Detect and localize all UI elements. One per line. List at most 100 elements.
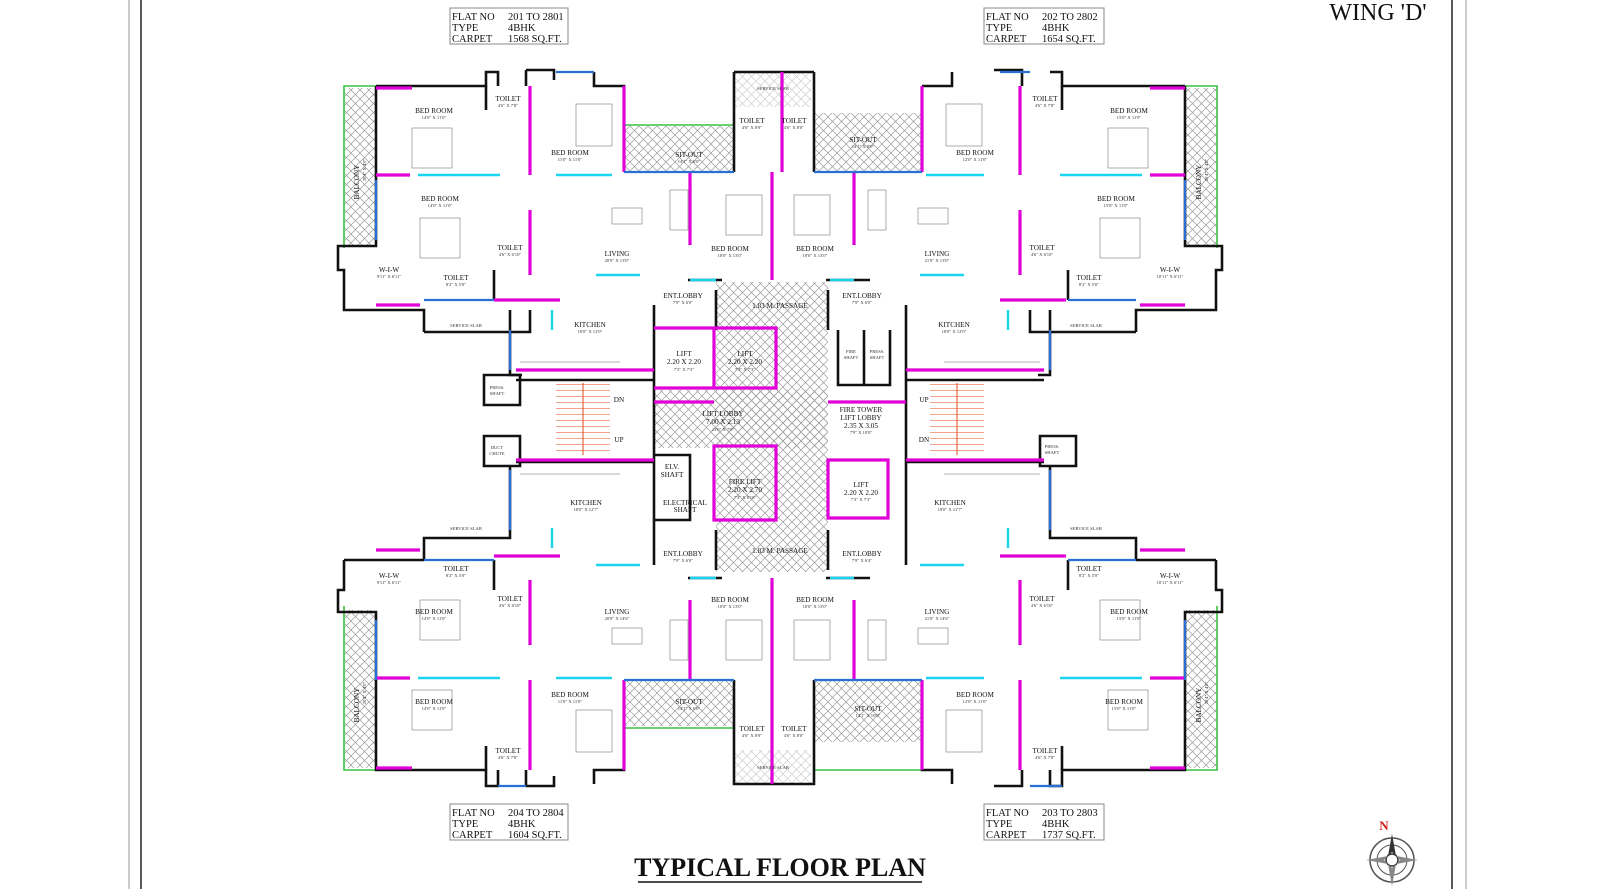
room-dim: 8'2" X 5'0": [1079, 282, 1099, 287]
room-dim: 18'0" X 12'0": [942, 329, 967, 334]
room-dim: 10'11" X 6'11": [1157, 274, 1184, 279]
room-dim: 4'6" X 7'8": [1035, 755, 1055, 760]
room-dim: 14'1" X 10'0": [856, 713, 881, 718]
room-dim: 4'6" X 8'0": [784, 733, 804, 738]
room-dim: 4'6" X 6'10": [1031, 603, 1054, 608]
room-dim: 14'0" X 11'0": [422, 706, 447, 711]
room-dim: 12'0" X 11'0": [963, 157, 988, 162]
room-name: TOILET: [443, 274, 469, 282]
room-name: PRESS.: [490, 385, 505, 390]
room-name: TOILET: [497, 244, 523, 252]
sheet-frame: [128, 0, 1467, 889]
room-name: SHAFT: [870, 355, 885, 360]
room-dim: 9'11" X 6'11": [377, 580, 402, 585]
room-name: BED ROOM: [415, 107, 453, 115]
room-name: LIFT: [676, 350, 692, 358]
flat-info-box-bottom-right: FLAT NO 203 TO 2803 TYPE 4BHK CARPET 173…: [983, 803, 1105, 841]
room-name: ENT.LOBBY: [842, 550, 882, 558]
lift-lobby-hatch: [654, 390, 828, 448]
room-name: PRESS.: [870, 349, 885, 354]
room-dim: 18'0" X 12'0": [578, 329, 603, 334]
room-name: ENT.LOBBY: [842, 292, 882, 300]
room-name: TOILET: [497, 595, 523, 603]
flat-info-key: FLAT NO: [986, 12, 1029, 23]
room-dim: 7'9" X 10'0": [850, 430, 873, 435]
room-dim: 7'9" X 6'0": [673, 300, 693, 305]
flat-info-value: 203 TO 2803: [1042, 808, 1098, 819]
room-name: BED ROOM: [1105, 698, 1143, 706]
room-name: BALCONY: [1195, 687, 1203, 723]
room-dim: 7'9" X 6'0": [852, 300, 872, 305]
room-dim: 4'6" X 8'0": [742, 733, 762, 738]
room-name: LIFT LOBBY: [702, 410, 744, 418]
flat-info-key: TYPE: [986, 819, 1012, 830]
room-dim: 4'6" X 6'10": [499, 603, 522, 608]
flat-info-key: FLAT NO: [452, 808, 495, 819]
room-name: TOILET: [1076, 274, 1102, 282]
room-name: LIVING: [605, 250, 630, 258]
balcony-hatch-bl: [345, 610, 375, 768]
room-dim: 7'3" X 7'3": [851, 497, 871, 502]
room-name: BED ROOM: [551, 149, 589, 157]
room-name: TOILET: [739, 117, 765, 125]
room-name: TOILET: [1032, 95, 1058, 103]
room-dim: 18'0" X 12'7": [938, 507, 963, 512]
room-dim: 4'6" X 6'10": [1031, 252, 1054, 257]
room-name: TOILET: [739, 725, 765, 733]
room-dim: 15'0" X 11'0": [1104, 203, 1129, 208]
room-dim: 18'0" X 12'7": [574, 507, 599, 512]
room-dim: 20'4" X 4'0": [362, 682, 367, 705]
flat-info-value: 4BHK: [508, 23, 536, 34]
room-dim: 15'0" X 11'0": [1117, 616, 1142, 621]
room-name: SERVICE SLAB: [450, 526, 482, 531]
room-name: ELV.: [665, 463, 679, 471]
room-name: TOILET: [781, 117, 807, 125]
room-name: BALCONY: [353, 687, 361, 723]
room-dim: 14'1" X 6'0": [678, 159, 701, 164]
room-name: SHAFT: [661, 471, 684, 479]
room-name: SIT-OUT: [854, 705, 882, 713]
room-name: BED ROOM: [421, 195, 459, 203]
room-name: ENT.LOBBY: [663, 550, 703, 558]
stair-label: DN: [614, 396, 625, 404]
room-name: BED ROOM: [796, 596, 834, 604]
room-name: CHUTE: [489, 451, 505, 456]
room-name: SERVICE SLAB: [757, 86, 789, 91]
service-slab-top: [735, 73, 811, 107]
flat-info-box-bottom-left: FLAT NO 204 TO 2804 TYPE 4BHK CARPET 160…: [449, 803, 569, 841]
room-name: ELECTRICAL: [663, 499, 707, 507]
compass-north-label: N: [1379, 818, 1389, 833]
flat-info-value: 204 TO 2804: [508, 808, 564, 819]
room-name: SHAFT: [490, 391, 505, 396]
room-dim: 7'3" X 7'3": [735, 367, 755, 372]
room-name: DUCT: [491, 445, 504, 450]
balcony-hatch-br: [1186, 610, 1216, 768]
room-dim: 8'2" X 5'0": [446, 282, 466, 287]
room-dim: 20'0" X 13'0": [605, 258, 630, 263]
room-dim: 4'6" X 7'8": [498, 103, 518, 108]
room-name: TOILET: [781, 725, 807, 733]
room-name: TOILET: [495, 747, 521, 755]
room-dim: 14'0" X 11'0": [422, 115, 447, 120]
room-dim: 2.20 X 2.20: [667, 358, 701, 366]
room-name: KITCHEN: [934, 499, 966, 507]
room-name: FIRE TOWER: [840, 406, 883, 414]
staircases: [556, 383, 984, 455]
room-name: BED ROOM: [1097, 195, 1135, 203]
room-name: SERVICE SLAB: [757, 765, 789, 770]
room-dim: 8'2" X 5'0": [446, 573, 466, 578]
room-name: SHAFT: [1045, 450, 1060, 455]
room-dim: 14'1" X 8'0": [852, 144, 875, 149]
room-name: KITCHEN: [570, 499, 602, 507]
room-dim: 12'0" X 11'0": [963, 699, 988, 704]
sitout-hatch-tl: [624, 126, 734, 172]
flat-info-box-top-left: FLAT NO 201 TO 2801 TYPE 4BHK CARPET 156…: [449, 7, 569, 45]
room-name: W-I-W: [379, 572, 400, 580]
room-dim: 20'4" X 4'0": [1204, 682, 1209, 705]
room-name: LIVING: [605, 608, 630, 616]
room-dim: 4'6" X 6'10": [499, 252, 522, 257]
flat-info-key: TYPE: [986, 23, 1012, 34]
room-name: SERVICE SLAB: [450, 323, 482, 328]
room-name: FIRE LIFT: [729, 478, 762, 486]
room-name: W-I-W: [379, 266, 400, 274]
